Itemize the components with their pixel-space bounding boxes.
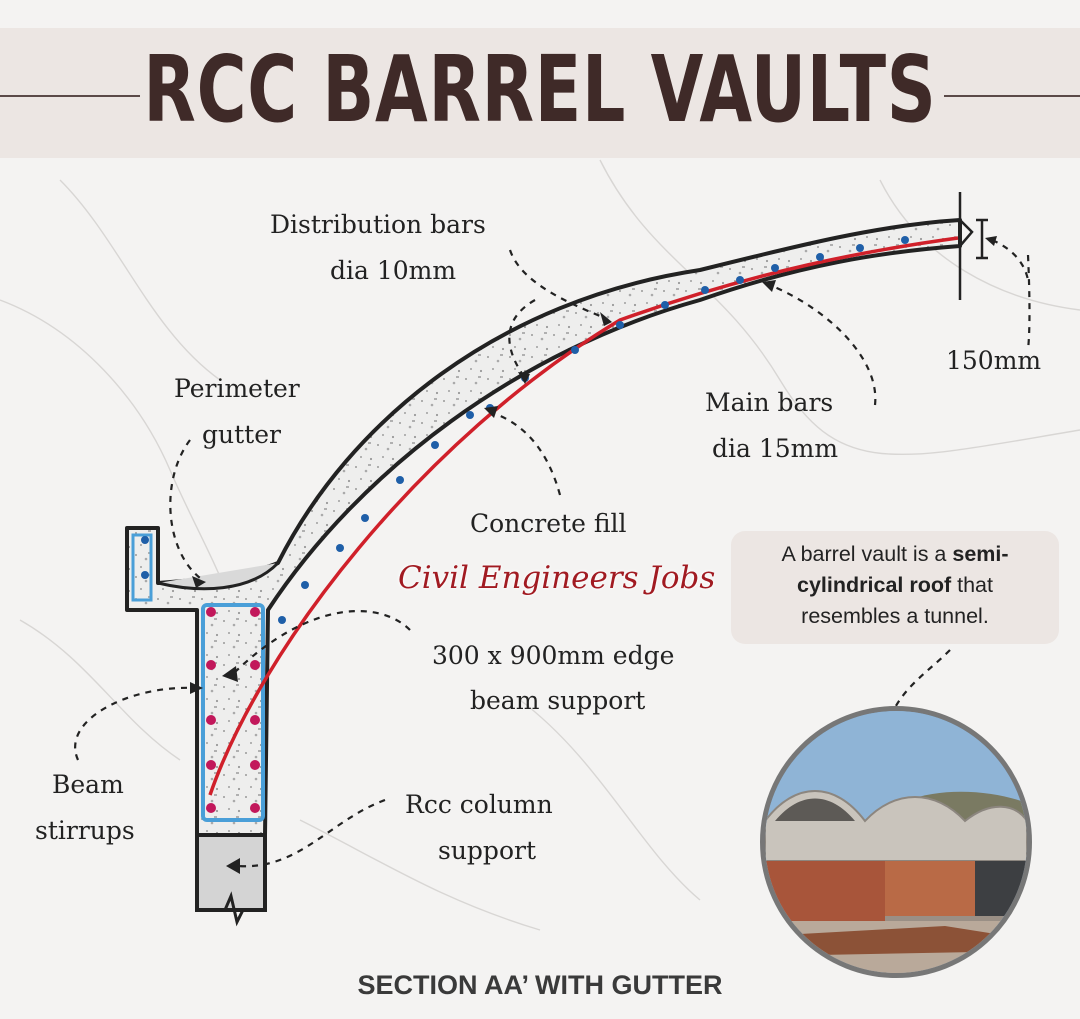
rcc-column: [195, 833, 267, 912]
title-rule-left: [0, 95, 140, 97]
title-band: [0, 28, 1080, 158]
label-edge-beam-1: 300 x 900mm edge: [432, 641, 675, 670]
callout-text-2: that: [951, 573, 993, 597]
label-support: support: [438, 836, 536, 865]
thickness-dimension: [976, 218, 988, 260]
beam-stirrup: [201, 603, 265, 822]
slab-break-mark: [958, 192, 974, 300]
label-distribution-bars: Distribution bars: [270, 210, 486, 239]
gutter-channel: [157, 561, 280, 591]
label-beam: Beam: [52, 770, 124, 799]
barrel-vault-photo: [760, 706, 1032, 978]
title-rule-right: [944, 95, 1080, 97]
label-main-bars: Main bars: [705, 388, 834, 417]
label-distribution-dia: dia 10mm: [330, 256, 457, 285]
label-concrete-fill: Concrete fill: [470, 509, 627, 538]
definition-callout: A barrel vault is a semi- cylindrical ro…: [731, 531, 1059, 644]
label-main-dia: dia 15mm: [712, 434, 839, 463]
callout-text-3: resembles a tunnel.: [801, 604, 989, 628]
beam-bars: [206, 607, 260, 813]
column-break-mark: [197, 891, 265, 927]
label-gutter: gutter: [202, 420, 281, 449]
label-perimeter: Perimeter: [174, 374, 300, 403]
vault-shell: [125, 218, 962, 837]
gutter-stirrup: [131, 533, 153, 602]
callout-text-1: A barrel vault is a: [781, 542, 953, 566]
callout-bold-2: cylindrical roof: [797, 573, 952, 597]
label-thickness: 150mm: [946, 346, 1042, 375]
label-rcc-column: Rcc column: [405, 790, 553, 819]
callout-bold-1: semi-: [952, 542, 1009, 566]
label-edge-beam-2: beam support: [470, 686, 646, 715]
main-bar: [208, 236, 959, 796]
page-title: RCC BARREL VAULTS: [143, 36, 937, 143]
label-stirrups: stirrups: [35, 816, 135, 845]
watermark-text: Civil Engineers Jobs: [398, 560, 716, 596]
photo-illustration: [765, 711, 1027, 973]
section-caption: SECTION AA’ WITH GUTTER: [357, 970, 723, 1000]
